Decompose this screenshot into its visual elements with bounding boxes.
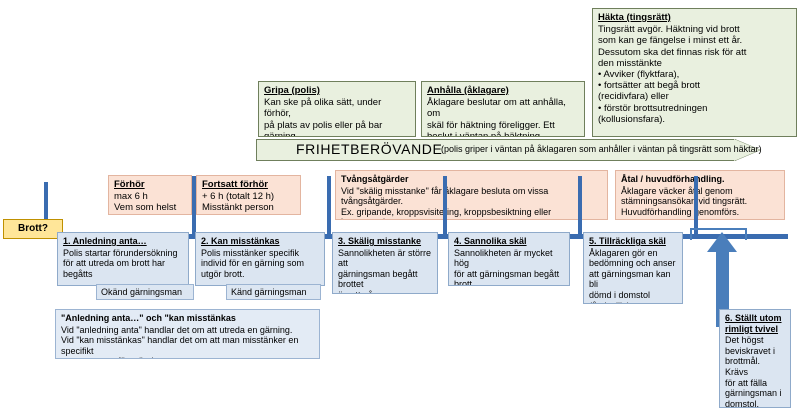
box-anhalla-title: Anhålla (åklagare) bbox=[427, 85, 509, 96]
box-4-line-3: brott bbox=[454, 279, 473, 286]
box-fortsatt-forhor: Fortsatt förhör + 6 h (totalt 12 h) Miss… bbox=[196, 175, 301, 215]
box-hakta-bullet-1: • Avviker (flyktfara), bbox=[598, 69, 680, 81]
box-3-title: 3. Skälig misstanke bbox=[338, 236, 422, 246]
box-hakta-line-1: Tingsrätt avgör. Häktning vid brott bbox=[598, 24, 740, 36]
box-5-line-4: dömd i domstol bbox=[589, 290, 651, 301]
box-2-line-1: Polis misstänker specifik bbox=[201, 247, 300, 258]
explanation-line-2: Vid "kan misstänkas" handlar det om att … bbox=[61, 335, 299, 356]
box-4-line-2: för att gärningsman begått bbox=[454, 268, 560, 279]
box-2-line-3: utgör brott. bbox=[201, 268, 245, 279]
box-forhor-title: Förhör bbox=[114, 179, 145, 190]
box-fortsatt-forhor-line-2: Misstänkt person bbox=[202, 202, 274, 214]
box-hakta-tingsratt: Häkta (tingsrätt) Tingsrätt avgör. Häktn… bbox=[592, 8, 797, 137]
explanation-title: "Anledning anta…" och "kan misstänkas bbox=[61, 313, 236, 323]
timeline-tick-1 bbox=[192, 176, 196, 238]
box-5-line-3: att gärningsman kan bli bbox=[589, 268, 671, 290]
box-atal-huvudforhandling: Åtal / huvudförhandling. Åklagare väcker… bbox=[615, 170, 785, 220]
box-5-line-5: (åtalsplikt) bbox=[589, 301, 677, 303]
timeline-tick-4 bbox=[578, 176, 582, 238]
box-gripa-line-2: på plats av polis eller på bar gärning bbox=[264, 119, 383, 137]
box-hakta-line-4: den misstänkte bbox=[598, 57, 662, 69]
tag-kand-label: Känd gärningsman bbox=[231, 287, 307, 297]
box-4-sannolika-skal: 4. Sannolika skäl Sannolikheten är mycke… bbox=[448, 232, 570, 286]
start-marker-label: Brott? bbox=[18, 223, 48, 234]
box-1-title: 1. Anledning anta… bbox=[63, 236, 147, 246]
box-fortsatt-forhor-line-1: + 6 h (totalt 12 h) bbox=[202, 191, 275, 203]
box-2-kan-misstankas: 2. Kan misstänkas Polis misstänker speci… bbox=[195, 232, 325, 286]
box-tvangsatgarder: Tvångsåtgärder Vid "skälig misstanke" få… bbox=[335, 170, 608, 220]
box-5-tillrackliga-skal: 5. Tillräckliga skäl Åklagaren gör en be… bbox=[583, 232, 683, 304]
box-5-line-2: bedömning och anser bbox=[589, 258, 676, 269]
arrow-bracket bbox=[690, 228, 747, 240]
box-atal-line-1: Åklagare väcker åtal genom bbox=[621, 185, 733, 196]
box-tvangsatgarder-line-1: Vid "skälig misstanke" får åklagare besl… bbox=[341, 185, 549, 207]
box-6-line-6: domstol. bbox=[725, 398, 760, 408]
box-anhalla-line-2: skäl för häktning föreligger. Ett bbox=[427, 119, 555, 131]
up-arrow-shaft bbox=[716, 250, 729, 327]
box-gripa-polis: Gripa (polis) Kan ske på olika sätt, und… bbox=[258, 81, 416, 137]
box-6-line-2: beviskravet i bbox=[725, 345, 776, 356]
box-2-title: 2. Kan misstänkas bbox=[201, 236, 280, 246]
box-gripa-title: Gripa (polis) bbox=[264, 85, 320, 96]
box-atal-line-3: Huvudförhandling genomförs. bbox=[621, 206, 740, 217]
box-fortsatt-forhor-title: Fortsatt förhör bbox=[202, 179, 268, 190]
box-5-line-1: Åklagaren gör en bbox=[589, 247, 658, 258]
box-hakta-bullet-4: • förstör brottsutredningen bbox=[598, 102, 708, 114]
box-hakta-line-2: som kan ge fängelse i minst ett år. bbox=[598, 35, 743, 47]
box-1-line-2: för att utreda om brott har bbox=[63, 258, 166, 269]
timeline-tick-2 bbox=[327, 176, 331, 238]
box-hakta-bullet-5: (kollusionsfara). bbox=[598, 113, 666, 125]
box-tvangsatgarder-title: Tvångsåtgärder bbox=[341, 174, 409, 184]
box-hakta-line-3: Dessutom ska det finnas risk för att bbox=[598, 46, 747, 58]
box-3-line-1: Sannolikheten är större att bbox=[338, 247, 432, 269]
box-forhor: Förhör max 6 h Vem som helst bbox=[108, 175, 192, 215]
box-6-line-3: brottmål. Krävs bbox=[725, 356, 761, 378]
banner-frihetsberovande: FRIHETBERÖVANDE (polis griper i väntan p… bbox=[256, 139, 776, 161]
box-6-stallt-utom-rimligt-tvivel: 6. Ställt utom rimligt tvivel Det högst … bbox=[719, 309, 791, 408]
banner-arrowhead-icon bbox=[734, 139, 760, 161]
box-5-title: 5. Tillräckliga skäl bbox=[589, 236, 666, 246]
box-3-skalig-misstanke: 3. Skälig misstanke Sannolikheten är stö… bbox=[332, 232, 438, 294]
box-4-line-1: Sannolikheten är mycket hög bbox=[454, 247, 553, 269]
explanation-line-3: person som utfört gärningen. bbox=[61, 356, 314, 358]
box-anhalla-aklagare: Anhålla (åklagare) Åklagare beslutar om … bbox=[421, 81, 585, 137]
box-gripa-line-1: Kan ske på olika sätt, under förhör, bbox=[264, 97, 382, 120]
box-forhor-line-1: max 6 h bbox=[114, 191, 148, 203]
box-atal-title: Åtal / huvudförhandling. bbox=[621, 174, 725, 184]
box-6-line-4: för att fälla bbox=[725, 377, 768, 388]
box-1-line-1: Polis startar förundersökning bbox=[63, 247, 178, 258]
box-tvangsatgarder-line-2: Ex. gripande, kroppsvisitering, kroppsbe… bbox=[341, 206, 552, 219]
box-3-line-2: gärningsman begått brottet bbox=[338, 268, 418, 290]
box-hakta-bullet-3: (recidivfara) eller bbox=[598, 91, 669, 103]
tag-okand-garningsman: Okänd gärningsman bbox=[96, 284, 194, 300]
box-1-anledning-anta: 1. Anledning anta… Polis startar förunde… bbox=[57, 232, 189, 286]
start-marker-brott[interactable]: Brott? bbox=[3, 219, 63, 239]
box-atal-line-2: stämningsansökan vid tingsrätt. bbox=[621, 196, 748, 207]
banner-sublabel: (polis griper i väntan på åklagaren som … bbox=[441, 144, 762, 154]
box-6-title: 6. Ställt utom rimligt tvivel bbox=[725, 313, 782, 334]
tag-okand-label: Okänd gärningsman bbox=[101, 287, 183, 297]
banner-label: FRIHETBERÖVANDE bbox=[296, 141, 443, 157]
box-1-line-3: begåtts bbox=[63, 268, 93, 279]
box-3-line-3: än att någon annan begått bbox=[338, 290, 432, 293]
box-anhalla-line-1: Åklagare beslutar om att anhålla, om bbox=[427, 97, 566, 120]
box-hakta-title: Häkta (tingsrätt) bbox=[598, 12, 671, 23]
up-arrow-head bbox=[707, 232, 737, 252]
tag-kand-garningsman: Känd gärningsman bbox=[226, 284, 321, 300]
box-anhalla-line-3: beslut i väntan på häktning bbox=[427, 130, 541, 137]
box-4-title: 4. Sannolika skäl bbox=[454, 236, 527, 246]
timeline-tick-3 bbox=[443, 176, 447, 238]
box-hakta-bullet-2: • fortsätter att begå brott bbox=[598, 80, 701, 92]
box-6-line-5: gärningsman i bbox=[725, 388, 782, 399]
box-2-line-2: individ för en gärning som bbox=[201, 258, 305, 269]
box-forhor-line-2: Vem som helst bbox=[114, 202, 177, 214]
box-explanation-anledning-anta: "Anledning anta…" och "kan misstänkas Vi… bbox=[55, 309, 320, 359]
timeline-tick-5 bbox=[694, 176, 698, 238]
up-arrow-icon bbox=[707, 232, 737, 327]
timeline-tick-start bbox=[44, 182, 48, 238]
box-6-line-1: Det högst bbox=[725, 335, 764, 346]
explanation-line-1: Vid "anledning anta" handlar det om att … bbox=[61, 324, 293, 335]
